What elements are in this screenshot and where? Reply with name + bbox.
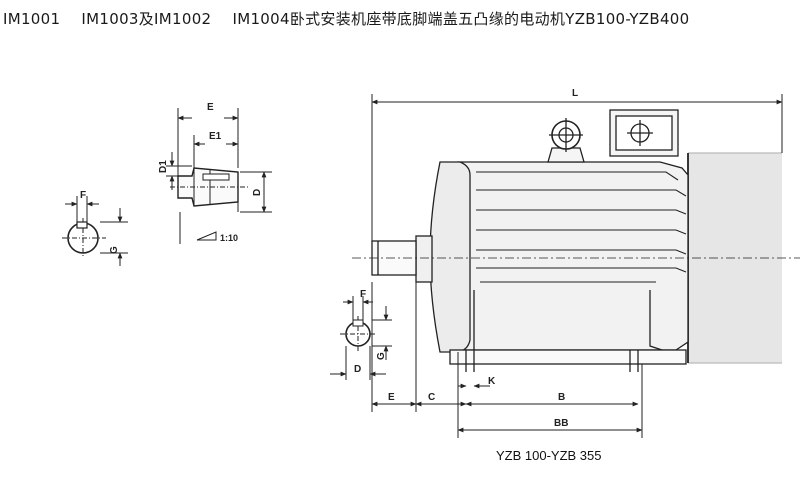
dim-label-bb: BB <box>554 418 568 429</box>
dim-label-e-bottom: E <box>388 392 395 403</box>
dim-label-d1: D1 <box>158 160 169 173</box>
flange-face <box>415 235 433 283</box>
model-range-caption: YZB 100-YZB 355 <box>496 448 602 463</box>
diagram-title: IM1001 IM1003及IM1002 IM1004卧式安装机座带底脚端盖五凸… <box>3 8 705 29</box>
title-im1003: IM1003及IM1002 <box>81 10 212 28</box>
lifting-eye <box>547 118 585 163</box>
dim-label-e: E <box>207 102 214 113</box>
dim-label-taper: 1:10 <box>220 233 238 243</box>
shaft-section-left <box>62 196 128 266</box>
motor-body <box>371 109 782 372</box>
dim-label-e1: E1 <box>209 131 222 142</box>
title-im1001: IM1001 <box>3 10 61 28</box>
motor-foot <box>449 349 687 365</box>
title-im1004: IM1004卧式安装机座带底脚端盖五凸缘的电动机YZB100-YZB400 <box>232 10 690 28</box>
terminal-box <box>609 109 679 157</box>
dim-label-l: L <box>572 88 578 99</box>
dim-label-f-left: F <box>80 190 86 201</box>
dim-label-k: K <box>488 376 496 387</box>
dim-label-d-right: D <box>354 364 361 375</box>
tapered-shaft-view <box>166 108 272 244</box>
dim-label-b: B <box>558 392 565 403</box>
dim-label-g-left: G <box>109 246 120 254</box>
shaft-section-right <box>330 296 392 380</box>
dim-l <box>371 94 783 241</box>
end-shield <box>429 161 471 353</box>
dim-bottom <box>371 282 643 438</box>
dim-label-f-right: F <box>360 289 366 300</box>
dim-label-c: C <box>428 392 435 403</box>
dim-label-g-right: G <box>376 352 387 360</box>
dim-label-d: D <box>252 189 263 196</box>
